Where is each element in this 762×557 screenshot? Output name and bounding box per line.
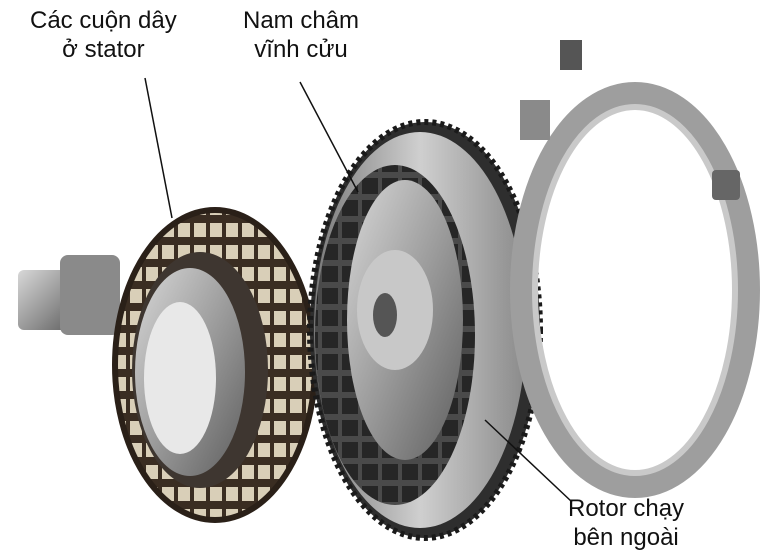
stator-leader-line xyxy=(144,77,173,219)
outer-housing xyxy=(510,40,760,498)
permanent-magnet-label-line1: Nam châm xyxy=(243,7,360,34)
stator xyxy=(18,207,318,523)
outer-rotor-label-line1: Rotor chạy xyxy=(568,495,685,522)
rotor-leader-line xyxy=(484,419,573,503)
stator-coils-label: Các cuộn dây ở stator xyxy=(30,6,177,64)
outer-rotor-label-line2: bên ngoài xyxy=(573,524,679,551)
permanent-magnet-label-line2: vĩnh cửu xyxy=(254,36,348,63)
rotor xyxy=(307,119,543,541)
permanent-magnet-label: Nam châm vĩnh cửu xyxy=(243,6,359,64)
outer-rotor-label: Rotor chạy bên ngoài xyxy=(568,494,684,552)
stator-coils-label-line1: Các cuộn dây xyxy=(30,7,177,34)
stator-coils-label-line2: ở stator xyxy=(62,36,145,63)
magnet-leader-line xyxy=(299,81,359,193)
